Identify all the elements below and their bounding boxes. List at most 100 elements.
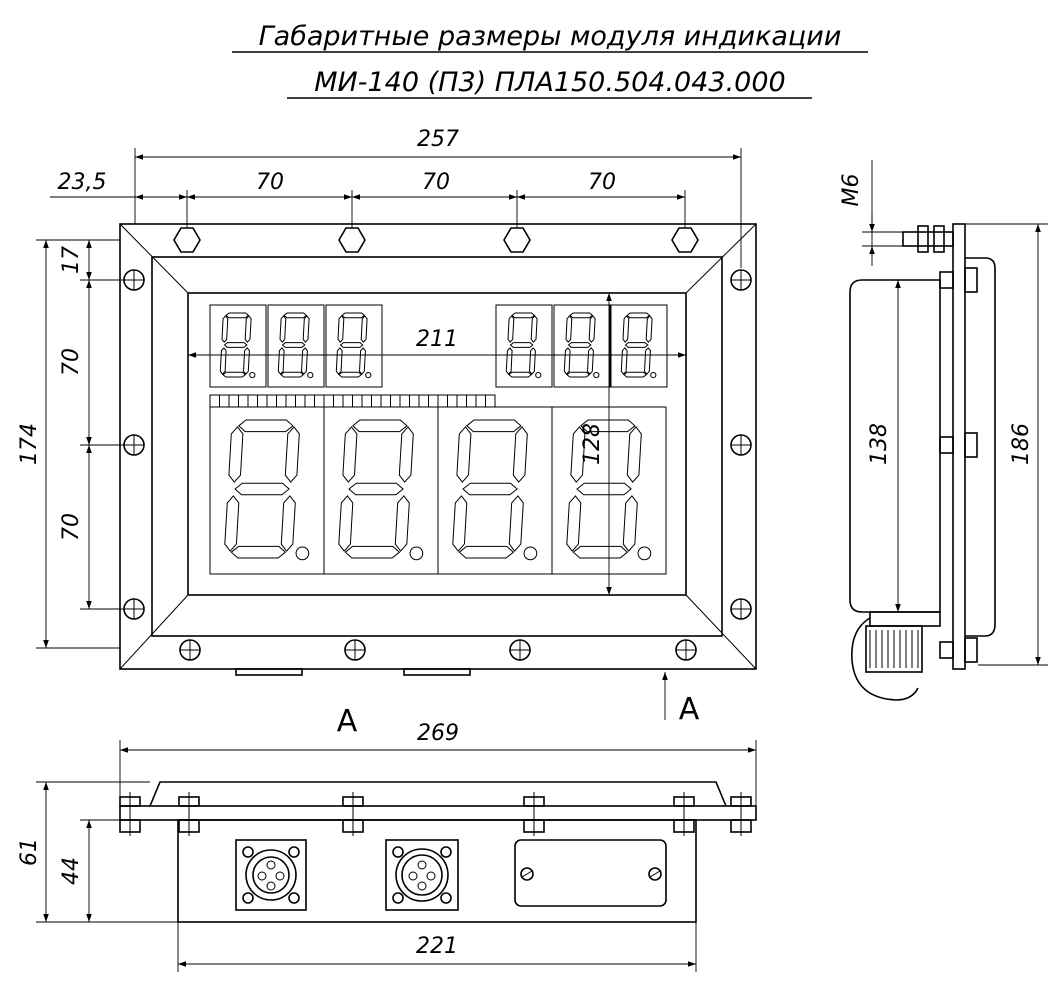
seven-segment-digit bbox=[224, 419, 310, 561]
led-cell bbox=[352, 394, 363, 408]
led-cell bbox=[380, 394, 391, 408]
screw-icon bbox=[179, 639, 201, 661]
led-cell bbox=[209, 394, 220, 408]
seven-segment-digit bbox=[277, 312, 314, 379]
led-cell bbox=[390, 394, 401, 408]
led-indicator-strip bbox=[209, 394, 496, 408]
dim-bottom-total-depth: 61 bbox=[17, 838, 42, 866]
screw-icon bbox=[123, 269, 145, 291]
dim-side-pitch-1: 70 bbox=[59, 348, 84, 376]
screw-icon bbox=[730, 598, 752, 620]
led-cell bbox=[418, 394, 429, 408]
led-cell bbox=[295, 394, 306, 408]
bottom-body bbox=[177, 819, 697, 923]
led-cell bbox=[447, 394, 458, 408]
dim-side-total-height: 186 bbox=[1009, 423, 1034, 465]
side-frame-profile bbox=[965, 257, 996, 637]
dim-front-total-width: 257 bbox=[417, 127, 459, 152]
led-cell bbox=[371, 394, 382, 408]
seven-segment-digit bbox=[563, 312, 600, 379]
dim-bottom-total-width: 269 bbox=[417, 721, 459, 746]
side-front-plate bbox=[952, 223, 966, 670]
view-label-left: А bbox=[337, 704, 358, 739]
bolt-icon bbox=[523, 792, 545, 836]
seven-segment-digit bbox=[338, 419, 424, 561]
seven-segment-digit bbox=[452, 419, 538, 561]
screw-icon bbox=[730, 269, 752, 291]
bolt-icon bbox=[730, 792, 752, 836]
led-cell bbox=[475, 394, 486, 408]
screw-icon bbox=[509, 639, 531, 661]
plate-bolts bbox=[119, 792, 752, 836]
seven-segment-digit bbox=[335, 312, 372, 379]
hex-nut-icon bbox=[503, 227, 531, 253]
hex-nut-icon bbox=[173, 227, 201, 253]
title-line-2: МИ-140 (П3) ПЛА150.504.043.000 bbox=[314, 67, 785, 98]
led-cell bbox=[456, 394, 467, 408]
screw-icon bbox=[123, 598, 145, 620]
dim-bolt-pitch-2: 70 bbox=[422, 170, 450, 195]
front-dimensions: 257 23,5 70 70 70 174 17 70 70 211 128 bbox=[17, 127, 742, 739]
screw-icon bbox=[730, 434, 752, 456]
led-cell bbox=[409, 394, 420, 408]
led-cell bbox=[333, 394, 344, 408]
dim-front-offset: 23,5 bbox=[58, 170, 107, 195]
bottom-plate bbox=[119, 805, 757, 821]
dim-side-body-height: 138 bbox=[867, 423, 892, 465]
led-cell bbox=[342, 394, 353, 408]
led-cell bbox=[266, 394, 277, 408]
led-cell bbox=[257, 394, 268, 408]
bottom-screws bbox=[179, 639, 697, 661]
led-cell bbox=[361, 394, 372, 408]
led-cell bbox=[314, 394, 325, 408]
front-view bbox=[119, 223, 757, 676]
side-housing bbox=[849, 279, 941, 613]
drawing-title: Габаритные размеры модуля индикации МИ-1… bbox=[232, 21, 868, 99]
led-cell bbox=[219, 394, 230, 408]
led-cell bbox=[428, 394, 439, 408]
top-hex-nuts bbox=[173, 227, 699, 253]
led-cell bbox=[437, 394, 448, 408]
bottom-connector-stubs bbox=[235, 668, 471, 676]
view-label-right: А bbox=[679, 692, 700, 727]
led-cell bbox=[323, 394, 334, 408]
blank-cover-plate bbox=[514, 839, 667, 907]
screw-icon bbox=[675, 639, 697, 661]
led-cell bbox=[466, 394, 477, 408]
led-cell bbox=[238, 394, 249, 408]
bottom-cover-profile bbox=[149, 781, 727, 807]
seven-segment-digits bbox=[219, 312, 657, 561]
dim-top-margin: 17 bbox=[59, 246, 84, 274]
side-bolts bbox=[939, 267, 978, 663]
bolt-icon bbox=[178, 792, 200, 836]
seven-segment-digit bbox=[505, 312, 542, 379]
led-cell bbox=[247, 394, 258, 408]
dim-display-height: 128 bbox=[580, 423, 605, 465]
bolt-icon bbox=[342, 792, 364, 836]
led-cell bbox=[276, 394, 287, 408]
screw-icon bbox=[344, 639, 366, 661]
bottom-view: 269 61 44 221 bbox=[17, 721, 757, 972]
connector-1 bbox=[235, 839, 307, 911]
led-cell bbox=[485, 394, 496, 408]
led-cell bbox=[304, 394, 315, 408]
dim-bolt-pitch-1: 70 bbox=[256, 170, 284, 195]
front-inner-frame bbox=[151, 256, 723, 637]
title-line-1: Габаритные размеры модуля индикации bbox=[259, 21, 842, 52]
dim-side-pitch-2: 70 bbox=[59, 513, 84, 541]
bolt-icon bbox=[673, 792, 695, 836]
connector-cap bbox=[865, 625, 923, 673]
hex-nut-icon bbox=[671, 227, 699, 253]
bolt-icon bbox=[119, 792, 141, 836]
dim-front-total-height: 174 bbox=[17, 423, 42, 465]
led-cell bbox=[228, 394, 239, 408]
dim-display-width: 211 bbox=[416, 327, 458, 352]
front-window bbox=[187, 292, 687, 596]
led-cell bbox=[399, 394, 410, 408]
cap-chain bbox=[851, 617, 919, 701]
dim-bottom-body-depth: 44 bbox=[59, 857, 84, 885]
side-view: М6 138 186 bbox=[839, 160, 1048, 701]
seven-segment-digit bbox=[566, 419, 652, 561]
side-connector bbox=[851, 611, 941, 701]
